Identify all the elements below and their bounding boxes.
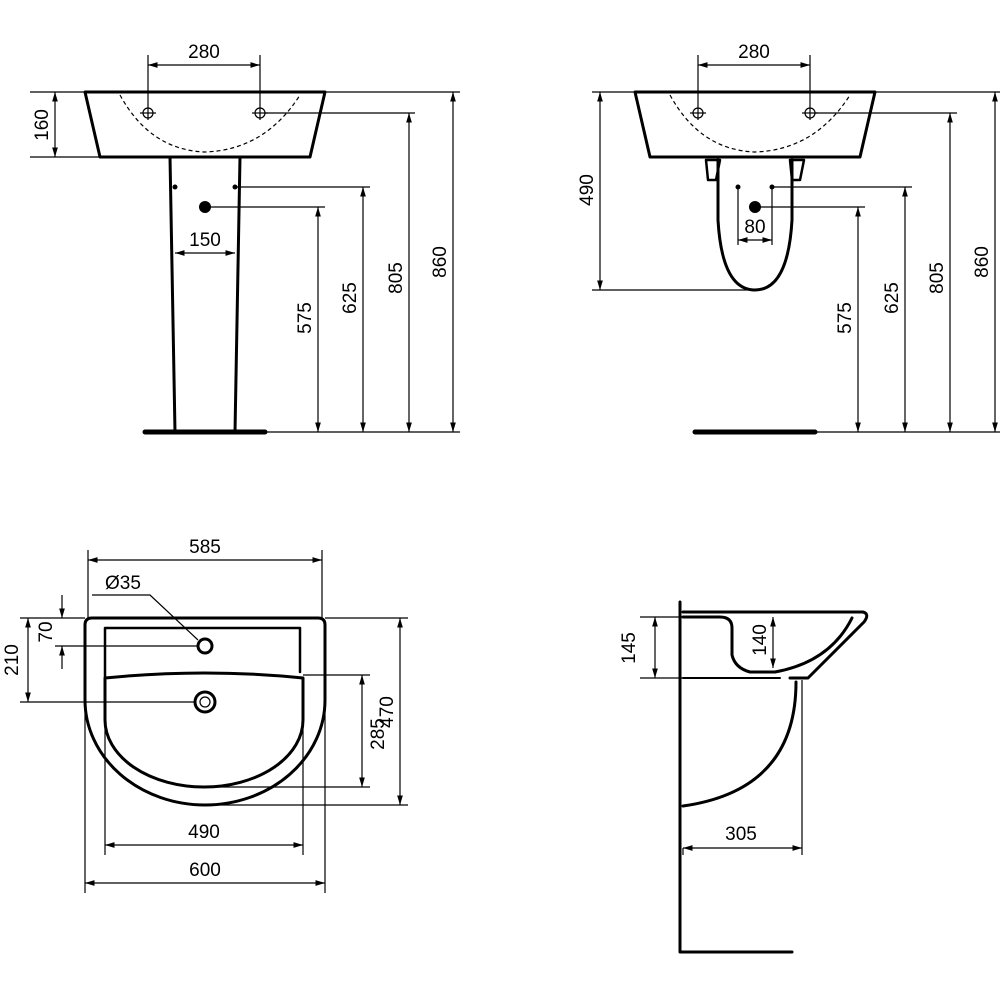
drain — [193, 690, 217, 714]
front-view-semi-pedestal: 280 490 80 575 625 805 860 — [577, 42, 1000, 435]
dim-bowl-width: 490 — [188, 822, 220, 843]
dim-waste-height: 575 — [295, 302, 316, 334]
tap-hole — [196, 637, 214, 655]
dim-supply-height: 625 — [340, 282, 361, 314]
dim-total-depth: 470 — [377, 696, 398, 728]
dim-basin-top-inner: 805 — [386, 262, 407, 294]
dim-tap-spacing: 280 — [738, 42, 770, 63]
tap-hole-marks — [690, 55, 818, 245]
bracket-left — [704, 158, 722, 182]
dim-tap-spacing: 280 — [188, 42, 220, 63]
dim-hole-spacing: 80 — [744, 217, 765, 238]
basin-outline — [633, 90, 877, 159]
dim-pedestal-depth: 305 — [725, 824, 757, 845]
dim-supply-height: 625 — [882, 282, 903, 314]
dim-tap-hole-offset: 70 — [36, 621, 57, 642]
drain-inner — [199, 696, 211, 708]
basin-outline — [83, 90, 327, 159]
dim-width-inner-top: 585 — [189, 537, 221, 558]
bowl-outline — [103, 671, 305, 789]
dim-total-width: 600 — [189, 860, 221, 881]
dim-waste-height: 575 — [835, 302, 856, 334]
pedestal-curve — [681, 680, 798, 808]
dim-drain-offset: 210 — [2, 644, 23, 676]
wall-and-floor — [678, 600, 794, 954]
fixing-hole-left — [172, 184, 178, 190]
bowl-hidden-line — [669, 94, 851, 153]
dim-basin-top: 860 — [430, 246, 451, 278]
basin-profile — [681, 610, 869, 680]
dim-pedestal-hole-spacing: 150 — [189, 230, 221, 251]
side-view: 145 140 305 — [619, 600, 869, 954]
dim-basin-top: 860 — [972, 246, 993, 278]
dim-semi-pedestal-drop: 490 — [577, 174, 598, 206]
pedestal-outline — [168, 155, 242, 434]
tap-deck — [103, 626, 302, 680]
dim-basin-height: 160 — [32, 109, 53, 141]
dim-tap-hole-diameter: Ø35 — [105, 573, 141, 594]
bowl-hidden-line — [119, 94, 301, 153]
dim-bowl-height: 140 — [750, 624, 771, 656]
dim-rim-height: 145 — [619, 632, 640, 664]
dim-basin-top-inner: 805 — [927, 262, 948, 294]
front-view-pedestal: 280 160 150 575 625 805 860 — [30, 42, 460, 435]
bracket-right — [788, 158, 806, 182]
top-view: 585 Ø35 70 210 285 470 490 600 — [2, 537, 408, 893]
dim-bowl-depth: 285 — [368, 718, 389, 750]
